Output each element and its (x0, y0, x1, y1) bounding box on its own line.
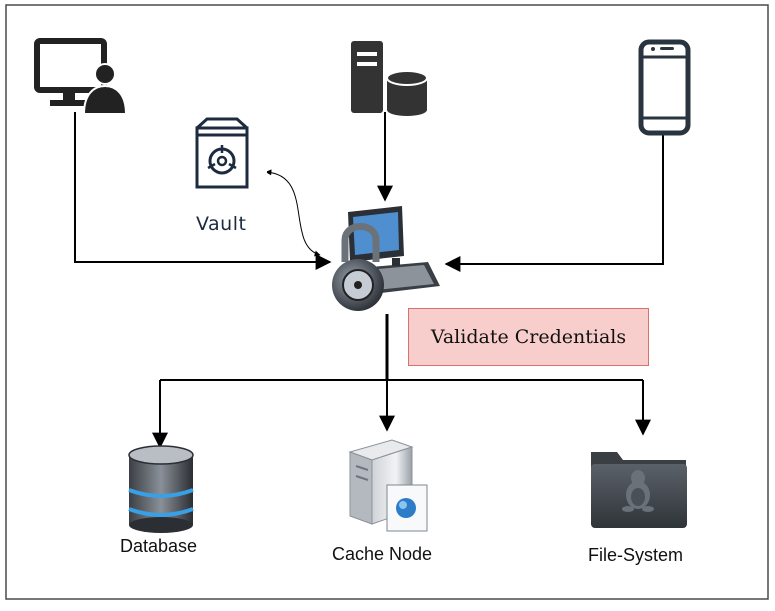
database-cylinder-icon (128, 445, 194, 533)
edge-user-to-secure (74, 112, 332, 270)
mobile-phone-icon (638, 39, 691, 136)
server-tower-icon (348, 439, 428, 532)
desktop-user-icon (34, 38, 128, 115)
padlock-computer-icon (332, 206, 440, 311)
connectors (74, 112, 664, 449)
edge-vault-secure (265, 169, 321, 257)
linux-folder-icon (591, 452, 687, 528)
database-label: Database (120, 536, 198, 556)
server-database-icon (351, 41, 428, 116)
vault-safe-icon (177, 112, 267, 202)
edge-mobile-to-secure (444, 135, 664, 272)
cache-node-label: Cache Node (332, 544, 433, 564)
file-system-label: File-System (588, 545, 684, 565)
vault-label: Vault (196, 213, 247, 235)
validate-credentials-label: Validate Credentials (430, 326, 627, 348)
validate-credentials-box: Validate Credentials (408, 308, 649, 366)
